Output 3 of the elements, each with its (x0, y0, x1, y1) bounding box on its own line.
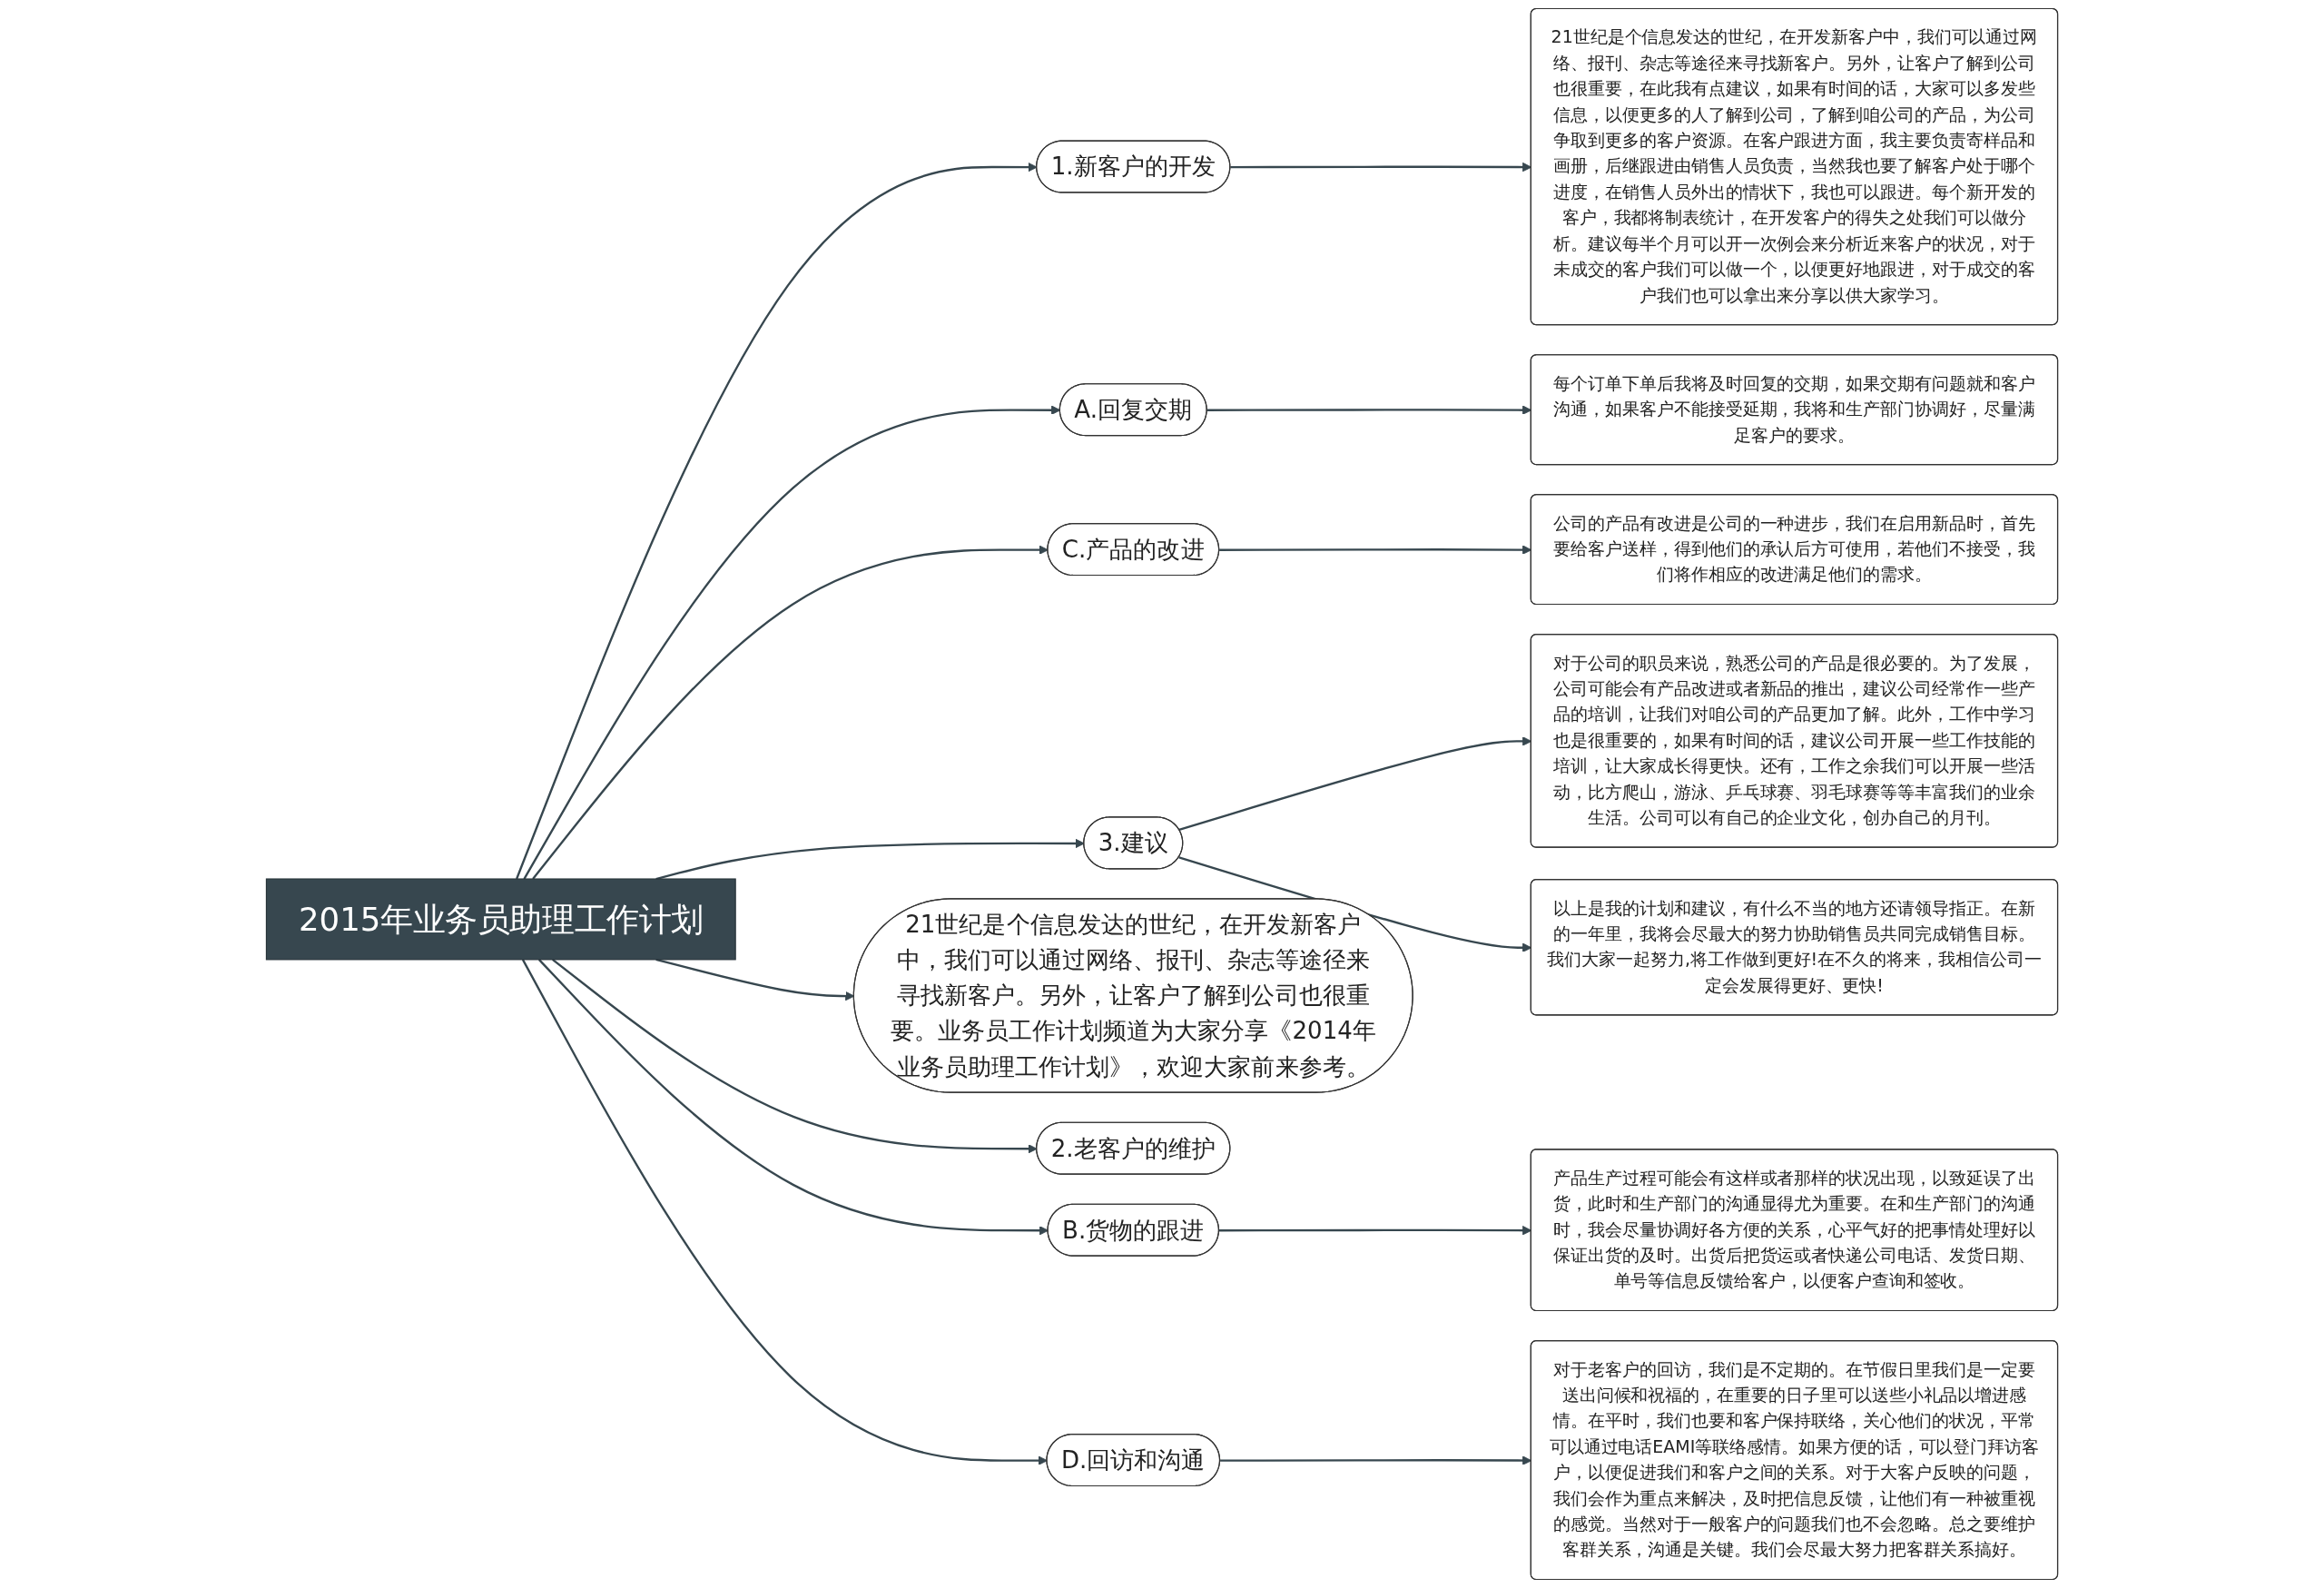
node-box: 2015年业务员助理工作计划 (265, 878, 736, 961)
arrow (521, 959, 1049, 1465)
arrow (532, 545, 1049, 880)
